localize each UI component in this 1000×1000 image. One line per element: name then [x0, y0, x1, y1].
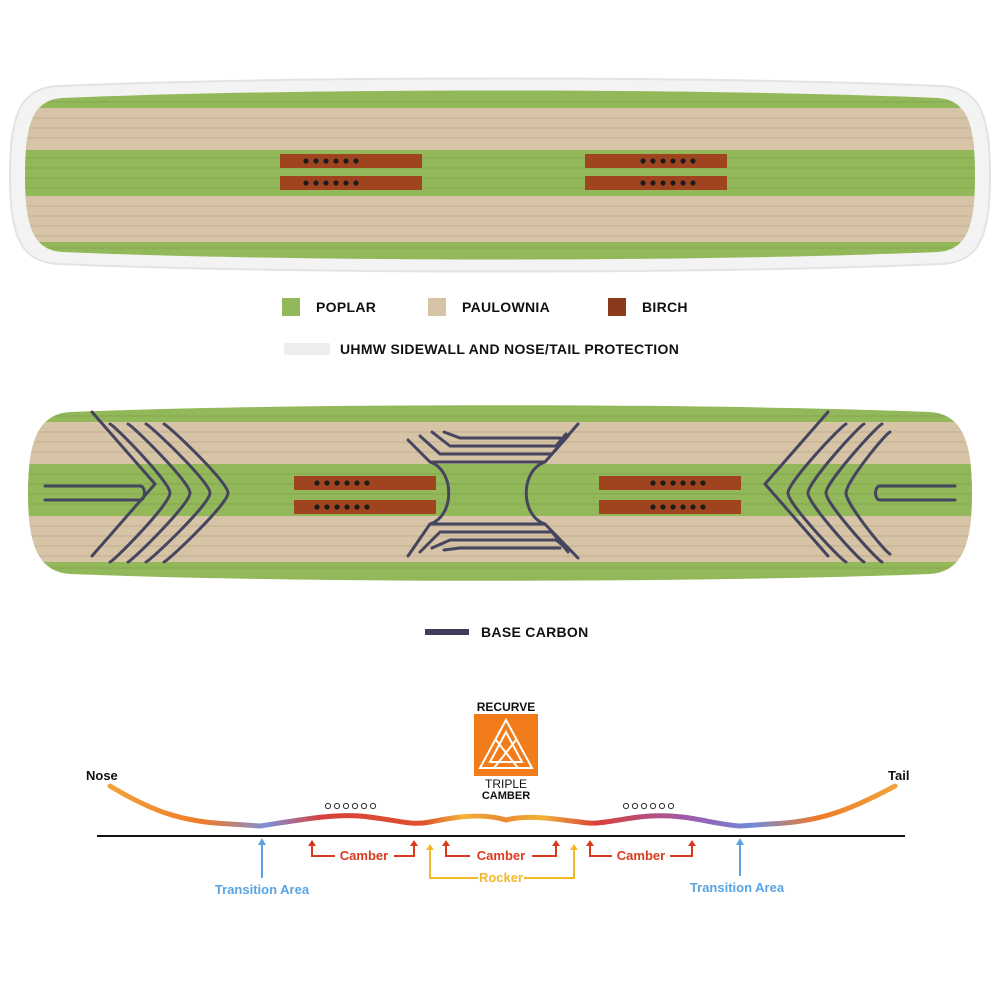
- camber-brackets: [311, 844, 693, 857]
- birch-swatch: [608, 298, 626, 316]
- insert-dots: [324, 802, 675, 810]
- legend-paulownia: PAULOWNIA: [428, 298, 550, 316]
- logo-middle-text: TRIPLE: [485, 777, 527, 791]
- camber-label-left: Camber: [340, 848, 388, 863]
- legend-carbon-label: BASE CARBON: [481, 624, 589, 640]
- transition-label-right: Transition Area: [690, 880, 785, 895]
- transition-label-left: Transition Area: [215, 882, 310, 897]
- legend-carbon: BASE CARBON: [425, 624, 589, 640]
- carbon-stringers: [43, 410, 957, 564]
- logo-top-text: RECURVE: [477, 700, 535, 714]
- camber-profile-diagram: RECURVE TRIPLE CAMBER Nose Tail: [86, 700, 909, 897]
- legend-birch: BIRCH: [608, 298, 688, 316]
- nose-label: Nose: [86, 768, 118, 783]
- birch-inserts-base: [294, 476, 741, 514]
- tail-label: Tail: [888, 768, 909, 783]
- legend-birch-label: BIRCH: [642, 299, 688, 315]
- legend-paulownia-label: PAULOWNIA: [462, 299, 550, 315]
- base-carbon-board: [0, 398, 1000, 598]
- carbon-swatch: [425, 629, 469, 635]
- rocker-bracket: [429, 848, 575, 879]
- recurve-triple-camber-logo: RECURVE TRIPLE CAMBER: [474, 700, 538, 802]
- legend-poplar-label: POPLAR: [316, 299, 377, 315]
- legend-poplar: POPLAR: [282, 298, 376, 316]
- rocker-label: Rocker: [479, 870, 523, 885]
- wood-core-board: [0, 70, 1000, 280]
- sidewall-swatch: [284, 343, 330, 355]
- board-profile-curve: [107, 783, 898, 829]
- poplar-swatch: [282, 298, 300, 316]
- logo-bottom-text: CAMBER: [482, 790, 530, 802]
- legend-sidewall-label: UHMW SIDEWALL AND NOSE/TAIL PROTECTION: [340, 341, 680, 357]
- paulownia-swatch: [428, 298, 446, 316]
- legend-sidewall: UHMW SIDEWALL AND NOSE/TAIL PROTECTION: [284, 341, 679, 357]
- birch-inserts: [280, 154, 727, 190]
- camber-label-center: Camber: [477, 848, 525, 863]
- camber-label-right: Camber: [617, 848, 665, 863]
- transition-markers: [258, 838, 744, 878]
